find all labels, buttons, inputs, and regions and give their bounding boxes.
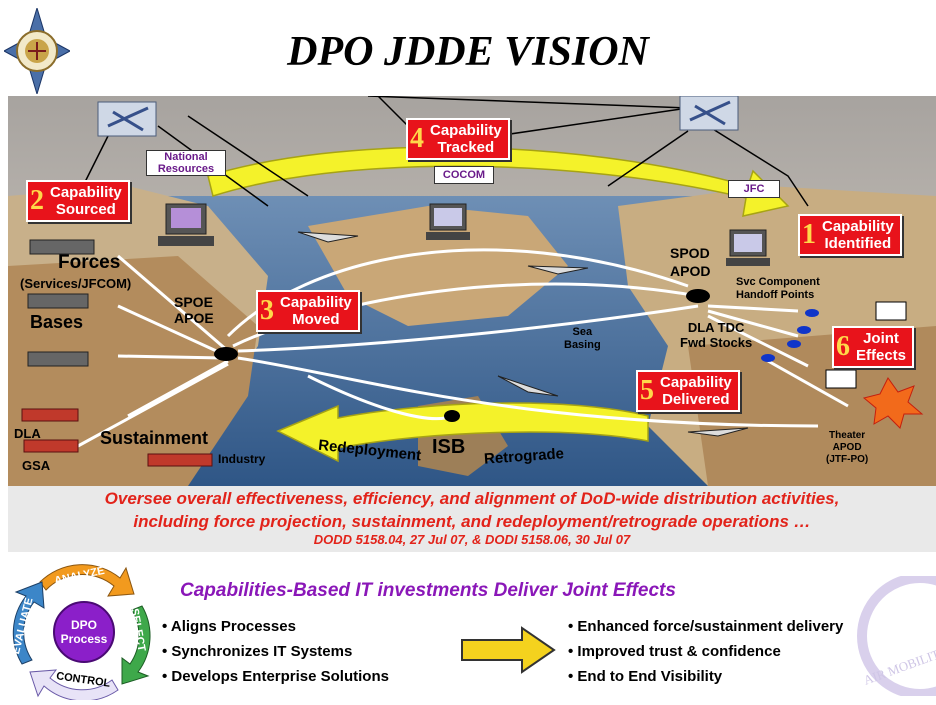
left-bullet-list: • Aligns Processes • Synchronizes IT Sys…	[162, 614, 389, 689]
ustranscom-seal-logo	[4, 8, 70, 94]
mission-citation: DODD 5158.04, 27 Jul 07, & DODI 5158.06,…	[313, 532, 631, 547]
explosion-icon	[862, 377, 924, 429]
industry-label: Industry	[218, 452, 266, 466]
services-label: (Services/JFCOM)	[20, 276, 132, 291]
computer-icon-national	[158, 203, 214, 246]
list-item: • Develops Enterprise Solutions	[162, 668, 389, 685]
list-item: • End to End Visibility	[568, 668, 723, 685]
computer-icon-cocom	[426, 203, 470, 240]
right-arrow-icon	[461, 626, 556, 674]
cocom-label: COCOM	[434, 166, 494, 184]
effects-boxes	[825, 301, 907, 389]
ship-icons	[21, 408, 213, 467]
mission-line-2: including force projection, sustainment,…	[133, 512, 811, 531]
building-icons	[27, 239, 95, 367]
forces-label: Forces	[58, 252, 121, 273]
hub-nodes	[214, 289, 710, 422]
mission-statement-banner: Oversee overall effectiveness, efficienc…	[8, 486, 936, 552]
list-item: • Synchronizes IT Systems	[162, 643, 353, 660]
isb-label: ISB	[432, 436, 466, 458]
cycle-arrows	[12, 564, 151, 702]
map-background	[8, 96, 936, 486]
air-mobility-watermark: AIR MOBILITY	[857, 576, 936, 696]
handoff-points	[761, 309, 819, 362]
bases-label: Bases	[30, 312, 84, 332]
gsa-label: GSA	[22, 458, 51, 473]
computer-icon-jfc	[726, 229, 770, 266]
list-item: • Enhanced force/sustainment delivery	[568, 618, 844, 635]
mission-line-1: Oversee overall effectiveness, efficienc…	[104, 489, 840, 508]
jfc-label: JFC	[728, 180, 780, 198]
right-bullet-list: • Enhanced force/sustainment delivery • …	[568, 614, 843, 689]
dla-label: DLA	[14, 426, 41, 441]
investments-subheading: Capabilities-Based IT investments Delive…	[180, 580, 676, 601]
sustainment-label: Sustainment	[100, 428, 209, 448]
page-title: DPO JDDE VISION	[287, 29, 649, 75]
list-item: • Aligns Processes	[162, 618, 296, 635]
list-item: • Improved trust & confidence	[568, 643, 781, 660]
aircraft-icons	[297, 231, 749, 437]
satellite-icon-right	[679, 96, 739, 131]
satellite-icon-left	[97, 101, 157, 137]
